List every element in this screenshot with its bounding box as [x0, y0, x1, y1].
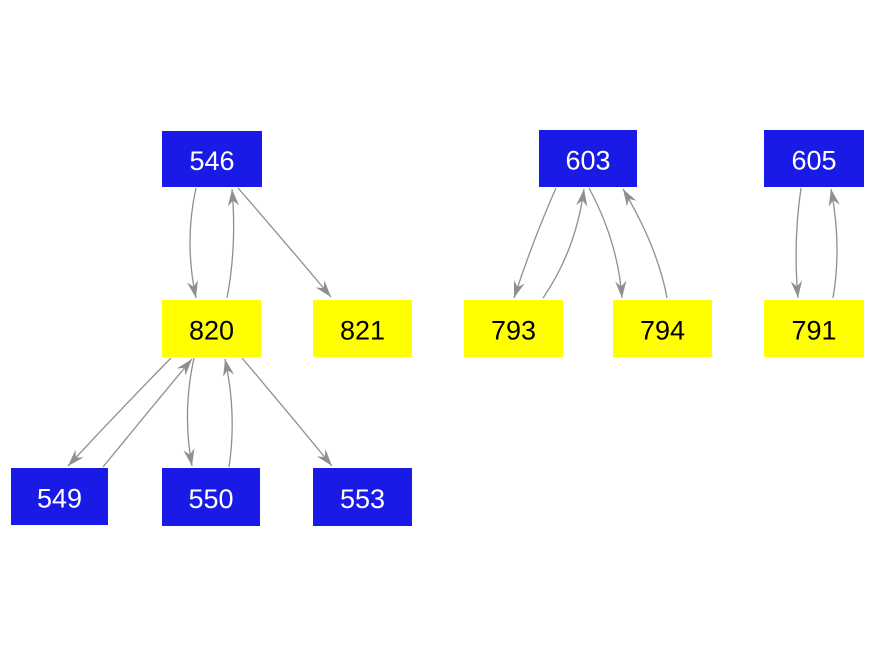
edge-791-605 — [830, 188, 838, 299]
arrowhead-icon — [615, 280, 627, 298]
arrowhead-icon — [68, 449, 84, 466]
node-546 — [162, 131, 262, 187]
node-553 — [313, 468, 412, 526]
arrowhead-icon — [176, 359, 192, 376]
node-603-label: 603 — [565, 146, 610, 176]
node-603 — [539, 130, 637, 187]
arrowhead-icon — [790, 280, 803, 298]
node-794 — [613, 300, 712, 357]
node-794-label: 794 — [640, 316, 685, 346]
arrowhead-icon — [623, 189, 637, 207]
edge-820-549 — [67, 357, 172, 467]
arrowhead-icon — [828, 189, 840, 207]
edge-549-820 — [102, 358, 193, 468]
node-793-label: 793 — [491, 316, 536, 346]
edge-794-603 — [622, 188, 668, 299]
edge-793-603 — [542, 188, 585, 299]
node-821-label: 821 — [340, 316, 385, 346]
edge-603-793 — [513, 187, 557, 299]
node-820 — [162, 300, 261, 357]
arrowhead-icon — [223, 359, 235, 377]
arrowhead-icon — [227, 189, 240, 207]
arrowhead-icon — [186, 280, 198, 298]
node-550 — [162, 468, 260, 526]
arrowhead-icon — [183, 448, 195, 466]
arrowhead-icon — [316, 449, 332, 466]
node-549 — [11, 468, 108, 525]
node-549-label: 549 — [37, 484, 82, 514]
node-605 — [764, 130, 864, 187]
node-605-label: 605 — [791, 146, 836, 176]
edge-546-821 — [237, 187, 332, 298]
node-553-label: 553 — [340, 484, 385, 514]
node-821 — [313, 300, 412, 357]
edge-550-820 — [224, 358, 233, 468]
node-820-label: 820 — [189, 316, 234, 346]
edge-605-791 — [795, 187, 802, 299]
node-550-label: 550 — [188, 484, 233, 514]
node-793 — [464, 300, 563, 357]
arrowhead-icon — [315, 280, 331, 297]
edge-820-553 — [241, 357, 333, 467]
arrowhead-icon — [576, 189, 588, 207]
edge-820-546 — [226, 188, 235, 299]
arrowhead-icon — [513, 280, 525, 298]
node-546-label: 546 — [189, 146, 234, 176]
edge-603-794 — [588, 187, 623, 299]
node-791-label: 791 — [791, 316, 836, 346]
edge-546-820 — [189, 187, 197, 299]
node-791 — [764, 300, 864, 357]
edge-820-550 — [186, 357, 195, 467]
